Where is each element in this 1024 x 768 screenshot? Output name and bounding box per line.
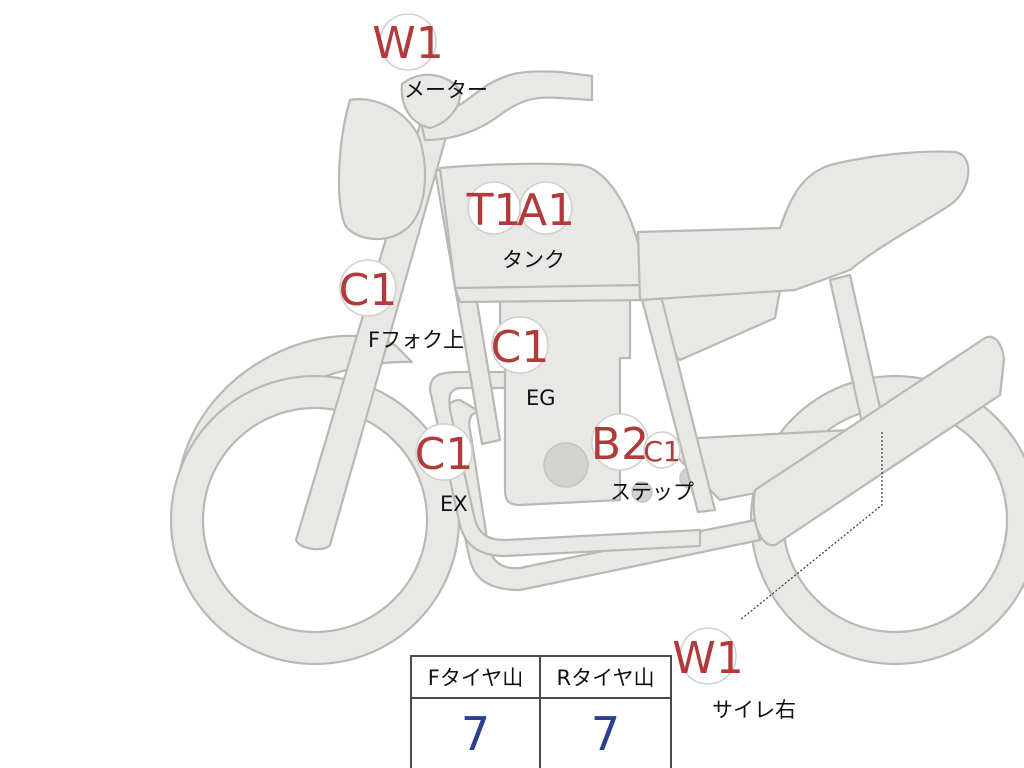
rear-tire-value: 7: [590, 706, 621, 761]
handlebar: [418, 70, 594, 142]
marker-meter: W1: [372, 13, 444, 71]
marker-exhaust: C1: [415, 423, 474, 481]
meter: [400, 73, 462, 130]
label-engine: EG: [526, 386, 556, 410]
marker-step-b: B2: [591, 413, 649, 471]
label-tank: タンク: [502, 248, 565, 272]
marker-step-c-code: C1: [643, 435, 680, 468]
exhaust-header: [428, 370, 702, 558]
front-wheel-inner-edge: [201, 406, 429, 634]
front-tire-value: 7: [412, 699, 541, 768]
label-step: ステップ: [610, 480, 694, 504]
marker-fork-code: C1: [339, 265, 398, 316]
marker-tank-t-code: T1: [466, 185, 522, 236]
marker-meter-code: W1: [372, 18, 444, 69]
marker-step-c: C1: [643, 431, 681, 469]
marker-fork: C1: [339, 259, 398, 317]
marker-tank-t: T1: [466, 181, 522, 236]
engine-cover: [543, 442, 589, 488]
label-meter: メーター: [404, 78, 488, 102]
front-wheel: [171, 376, 459, 664]
marker-muffler: W1: [672, 627, 744, 685]
marker-step-b-code: B2: [591, 419, 649, 470]
rear-tire-header: Rタイヤ山: [541, 657, 670, 699]
label-muffler: サイレ右: [712, 698, 796, 722]
marker-tank-a-code: A1: [517, 185, 575, 236]
marker-exhaust-code: C1: [415, 429, 474, 480]
muffler-leader-line: [739, 432, 883, 621]
marker-engine-code: C1: [491, 322, 550, 373]
frame-top-rail: [453, 283, 650, 304]
tire-tread-table: Fタイヤ山 Rタイヤ山 7 7: [410, 655, 672, 768]
seat: [636, 150, 970, 302]
step-peg-left: [631, 481, 653, 503]
headlight: [337, 98, 427, 241]
front-fork: [294, 123, 450, 551]
label-fork: Fフォク上: [368, 328, 465, 352]
rear-muffler: [752, 335, 1006, 547]
label-exhaust: EX: [440, 492, 468, 516]
marker-tank-a: A1: [517, 181, 575, 236]
front-tire-header: Fタイヤ山: [412, 657, 541, 699]
marker-muffler-code: W1: [672, 633, 744, 684]
marker-engine: C1: [491, 316, 550, 374]
